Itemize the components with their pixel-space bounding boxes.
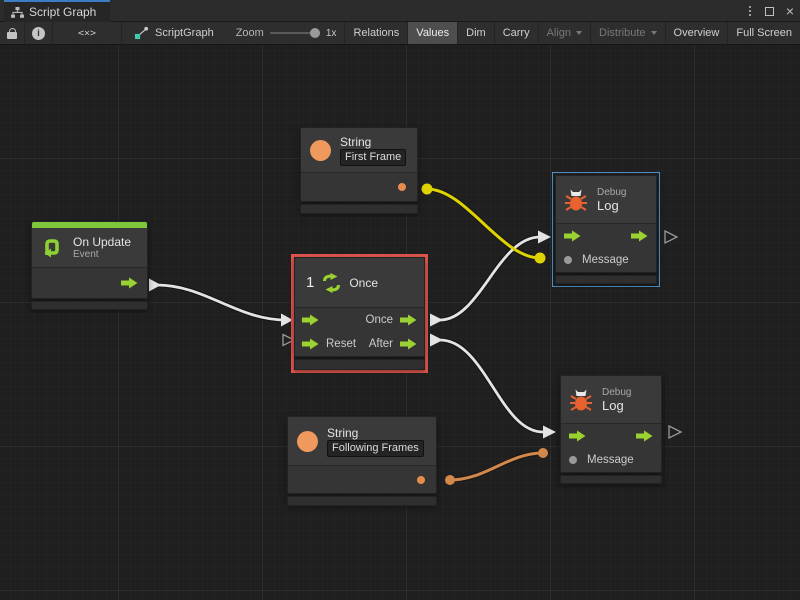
tab-bar: Script Graph × xyxy=(0,0,800,22)
flow-in-port[interactable] xyxy=(564,230,581,242)
port-label-reset: Reset xyxy=(326,338,357,350)
string-icon xyxy=(297,430,318,452)
relations-button[interactable]: Relations xyxy=(344,22,407,44)
node-footer xyxy=(294,359,425,370)
node-title: String xyxy=(327,425,359,440)
zoom-label: Zoom xyxy=(235,27,264,39)
zoom-value: 1x xyxy=(325,27,337,39)
port-label-message: Message xyxy=(582,254,629,266)
message-in-port[interactable] xyxy=(569,456,577,464)
chevron-down-icon xyxy=(576,31,583,35)
window-menu-icon[interactable] xyxy=(747,4,753,18)
node-subtitle: Event xyxy=(73,249,99,260)
flow-in-port[interactable] xyxy=(569,430,586,442)
graph-name-section[interactable]: ScriptGraph xyxy=(122,22,224,44)
cycle-icon xyxy=(323,272,341,293)
flow-out-port[interactable] xyxy=(636,430,653,442)
flow-in-port-reset[interactable] xyxy=(302,338,319,350)
graph-name-label: ScriptGraph xyxy=(155,27,214,39)
string-icon xyxy=(310,139,331,161)
carry-button[interactable]: Carry xyxy=(493,22,538,44)
node-once-selected[interactable]: 1 Once Once Reset xyxy=(291,254,428,373)
node-title: String xyxy=(340,134,372,149)
bug-icon xyxy=(565,189,587,211)
dim-button[interactable]: Dim xyxy=(457,22,494,44)
lock-icon xyxy=(7,27,17,39)
zoom-slider[interactable] xyxy=(269,22,320,44)
tab-script-graph[interactable]: Script Graph xyxy=(4,0,110,22)
info-button[interactable]: i xyxy=(25,22,53,44)
tab-title: Script Graph xyxy=(29,5,97,19)
info-icon: i xyxy=(32,26,45,40)
bug-icon xyxy=(570,389,592,411)
string-out-port[interactable] xyxy=(417,475,425,484)
port-label-after: After xyxy=(368,338,393,350)
node-string-following-frames[interactable]: String Following Frames xyxy=(287,416,437,506)
node-footer xyxy=(31,301,148,310)
flow-out-port[interactable] xyxy=(121,277,138,289)
flow-out-port[interactable] xyxy=(631,230,648,242)
flow-in-port[interactable] xyxy=(302,314,319,326)
node-title: Log xyxy=(597,197,619,213)
lock-button[interactable] xyxy=(0,22,25,44)
node-kind: Debug xyxy=(602,386,632,398)
flow-out-port-once[interactable] xyxy=(400,314,417,326)
zoom-slider-track xyxy=(269,32,320,34)
node-string-first-frame[interactable]: String First Frame xyxy=(300,127,418,214)
node-on-update[interactable]: On Update Event xyxy=(31,221,148,310)
node-title: Once xyxy=(349,275,379,290)
node-footer xyxy=(300,204,418,214)
script-graph-asset-icon xyxy=(134,26,149,40)
graph-icon xyxy=(11,6,24,18)
code-view-button[interactable]: <×> xyxy=(53,22,122,44)
port-label-once: Once xyxy=(365,314,394,326)
node-debug-log-bottom[interactable]: Debug Log Message xyxy=(557,372,665,487)
node-kind: Debug xyxy=(597,186,627,198)
full-screen-button[interactable]: Full Screen xyxy=(727,22,800,44)
event-accent-bar xyxy=(32,222,147,228)
distribute-button[interactable]: Distribute xyxy=(590,22,664,44)
overview-button[interactable]: Overview xyxy=(664,22,728,44)
node-footer xyxy=(555,275,657,284)
string-out-port[interactable] xyxy=(398,183,406,191)
message-in-port[interactable] xyxy=(564,256,572,264)
port-label-message: Message xyxy=(587,454,634,466)
close-icon[interactable]: × xyxy=(785,3,794,19)
node-title: Log xyxy=(602,397,624,413)
node-debug-log-top[interactable]: Debug Log Message xyxy=(552,172,660,287)
string-value-field[interactable]: First Frame xyxy=(340,148,407,166)
chevron-down-icon xyxy=(650,31,657,35)
values-button[interactable]: Values xyxy=(407,22,458,44)
string-value-field[interactable]: Following Frames xyxy=(327,439,424,457)
code-view-icon: <×> xyxy=(77,27,97,39)
node-title: On Update xyxy=(73,235,132,249)
align-button[interactable]: Align xyxy=(537,22,590,44)
node-footer xyxy=(560,475,662,484)
node-footer xyxy=(287,496,437,506)
once-number: 1 xyxy=(306,274,315,291)
zoom-slider-handle[interactable] xyxy=(309,28,320,38)
graph-toolbar: i <×> ScriptGraph Zoom 1x Relations Valu… xyxy=(0,22,800,45)
loop-icon xyxy=(44,238,59,257)
maximize-icon[interactable] xyxy=(764,6,774,16)
flow-out-port-after[interactable] xyxy=(400,338,417,350)
